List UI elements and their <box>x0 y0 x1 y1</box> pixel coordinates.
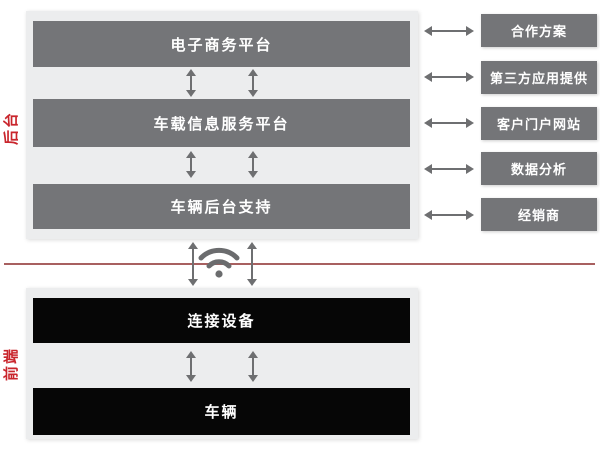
layer-box-connected-device: 连接设备 <box>33 298 410 343</box>
vertical-double-arrow-icon <box>248 151 258 178</box>
horizontal-double-arrow-icon <box>424 72 474 82</box>
layer-box-vehicle: 车辆 <box>33 388 410 435</box>
partner-box-customer-portal: 客户门户网站 <box>481 107 597 140</box>
platform-box-vehicle-backend: 车辆后台支持 <box>33 184 410 229</box>
partner-box-thirdparty-app: 第三方应用提供 <box>481 61 597 94</box>
wifi-icon <box>198 247 240 278</box>
platform-box-ecommerce: 电子商务平台 <box>33 21 410 67</box>
backend-section-label: 后台 <box>2 111 20 146</box>
vertical-double-arrow-icon <box>247 242 257 286</box>
partner-box-cooperation: 合作方案 <box>481 14 597 47</box>
vertical-double-arrow-icon <box>248 351 258 382</box>
vertical-double-arrow-icon <box>186 69 196 97</box>
backend-frontend-divider-line <box>4 263 595 265</box>
vertical-double-arrow-icon <box>188 242 198 286</box>
partner-box-dealer: 经销商 <box>481 198 597 231</box>
partner-box-data-analytics: 数据分析 <box>481 152 597 185</box>
horizontal-double-arrow-icon <box>424 26 474 36</box>
vertical-double-arrow-icon <box>186 151 196 178</box>
vertical-double-arrow-icon <box>248 69 258 97</box>
platform-box-telematics: 车载信息服务平台 <box>33 99 410 147</box>
horizontal-double-arrow-icon <box>424 118 474 128</box>
horizontal-double-arrow-icon <box>424 164 474 174</box>
vertical-double-arrow-icon <box>186 351 196 382</box>
frontend-section-label: 前端 <box>2 347 20 382</box>
horizontal-double-arrow-icon <box>424 210 474 220</box>
